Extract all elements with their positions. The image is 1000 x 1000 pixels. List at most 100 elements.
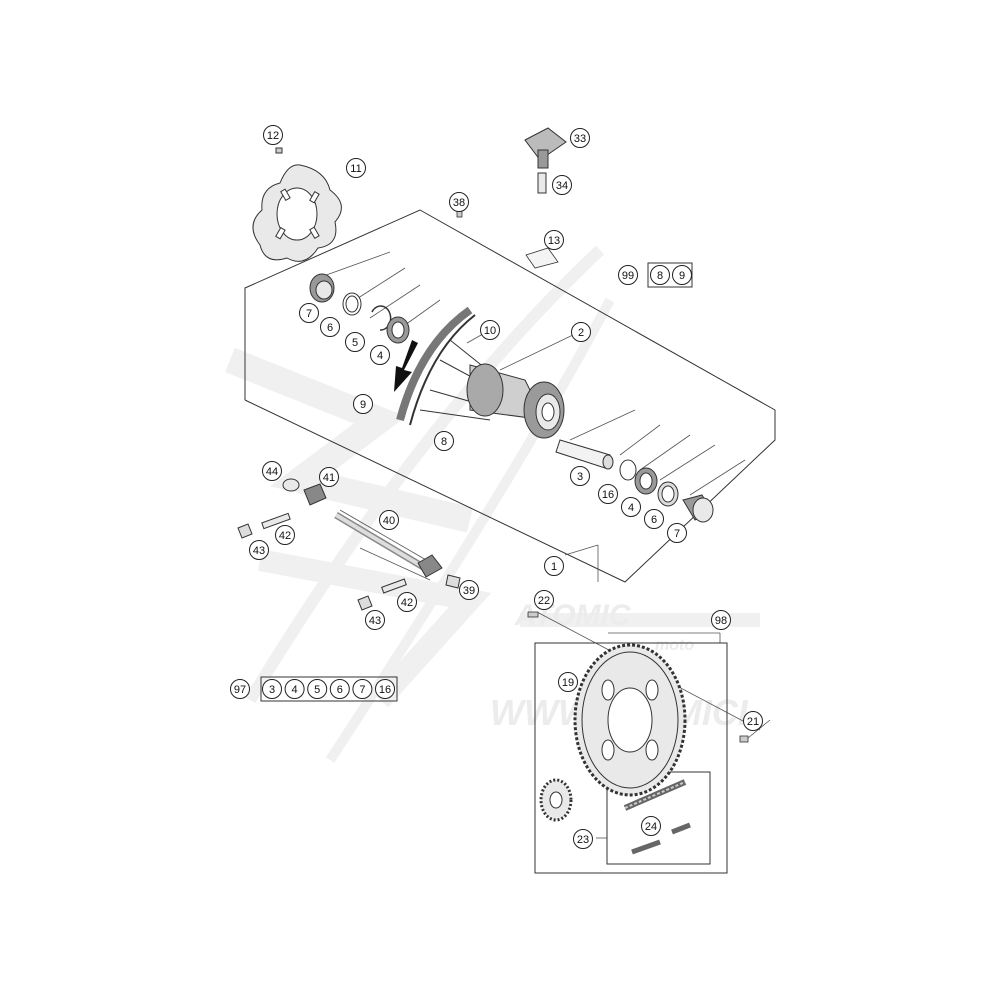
callout-label: 40 [383, 515, 395, 527]
callout-label: 10 [484, 325, 496, 337]
callout-circle [480, 320, 500, 340]
callout-9: 9 [353, 394, 373, 414]
callout-label: 8 [441, 436, 447, 448]
callout-label: 97 [234, 684, 246, 696]
axle-hardware [237, 478, 461, 611]
callout-label: 42 [279, 530, 291, 542]
kit-97-box [260, 676, 398, 702]
kit-item-label: 7 [359, 684, 365, 696]
kit-item-circle [650, 265, 670, 285]
callout-11: 11 [346, 158, 366, 178]
kit-item-circle [307, 679, 328, 699]
callout-circle [319, 467, 339, 487]
callout-4: 4 [370, 345, 390, 365]
callout-label: 42 [401, 597, 413, 609]
callout-41: 41 [319, 467, 339, 487]
callout-circle [365, 610, 385, 630]
callout-label: 24 [645, 821, 657, 833]
kit-97-item-5: 5 [307, 679, 328, 699]
kit-98-box [534, 642, 728, 874]
callout-circle [249, 540, 269, 560]
callout-label: 1 [551, 561, 557, 573]
callout-label: 23 [577, 834, 589, 846]
callout-16: 16 [598, 484, 618, 504]
callout-44: 44 [262, 461, 282, 481]
callout-99: 99 [618, 265, 638, 285]
callout-label: 34 [556, 180, 568, 192]
callout-4: 4 [621, 497, 641, 517]
callout-circle [449, 192, 469, 212]
callout-19: 19 [558, 672, 578, 692]
callout-label: 12 [267, 130, 279, 142]
callout-40: 40 [379, 510, 399, 530]
callout-label: 19 [562, 677, 574, 689]
callout-label: 16 [602, 489, 614, 501]
drive-chain [623, 779, 691, 855]
callout-circle [434, 431, 454, 451]
kit-item-label: 16 [379, 684, 391, 696]
callout-label: 6 [327, 322, 333, 334]
callout-label: 39 [463, 585, 475, 597]
kit-item-circle [329, 679, 350, 699]
callout-label: 4 [377, 350, 383, 362]
callout-circle [345, 332, 365, 352]
hub-spacer [555, 439, 614, 470]
kit-item-circle [352, 679, 373, 699]
callout-label: 21 [747, 716, 759, 728]
callout-5: 5 [345, 332, 365, 352]
callout-label: 99 [622, 270, 634, 282]
callout-circle [573, 829, 593, 849]
callout-label: 9 [360, 399, 366, 411]
callout-circle [230, 679, 250, 699]
callout-7: 7 [667, 523, 687, 543]
kit-item-circle [284, 679, 305, 699]
callout-13: 13 [544, 230, 564, 250]
callout-39: 39 [459, 580, 479, 600]
kit-97-item-4: 4 [284, 679, 305, 699]
callout-label: 44 [266, 466, 278, 478]
callout-circle [262, 461, 282, 481]
kit-item-label: 5 [314, 684, 320, 696]
callout-34: 34 [552, 175, 572, 195]
callout-6: 6 [644, 509, 664, 529]
callout-circle [346, 158, 366, 178]
sprocket-nut-21 [739, 735, 749, 743]
kit-97-item-7: 7 [352, 679, 373, 699]
callout-circle [558, 672, 578, 692]
callout-label: 33 [574, 133, 586, 145]
callout-label: 43 [369, 615, 381, 627]
callout-circle [552, 175, 572, 195]
callout-circle [621, 497, 641, 517]
callout-circle [711, 610, 731, 630]
rim-tape-part [525, 247, 559, 269]
callout-circle [571, 322, 591, 342]
callout-circle [641, 816, 661, 836]
callout-circle [263, 125, 283, 145]
kit-item-label: 3 [269, 684, 275, 696]
callout-circle [570, 466, 590, 486]
callout-label: 6 [651, 514, 657, 526]
rear-hub [466, 363, 565, 439]
kit-item-circle [672, 265, 692, 285]
rear-sprocket [573, 643, 687, 797]
callout-43: 43 [249, 540, 269, 560]
callout-label: 4 [628, 502, 634, 514]
kit-item-label: 9 [679, 270, 685, 282]
callout-33: 33 [570, 128, 590, 148]
kit-item-label: 6 [337, 684, 343, 696]
wheel-assembly-frame [244, 209, 776, 583]
callout-3: 3 [570, 466, 590, 486]
callout-circle [644, 509, 664, 529]
sprocket-bolt-22 [527, 611, 539, 618]
callout-circle [544, 230, 564, 250]
callout-label: 2 [578, 327, 584, 339]
callout-43: 43 [365, 610, 385, 630]
callout-label: 38 [453, 197, 465, 209]
watermark-text-2: moto [655, 637, 694, 654]
callout-22: 22 [534, 590, 554, 610]
left-bearing-stack [309, 273, 410, 344]
callout-98: 98 [711, 610, 731, 630]
kit-item-label: 8 [657, 270, 663, 282]
